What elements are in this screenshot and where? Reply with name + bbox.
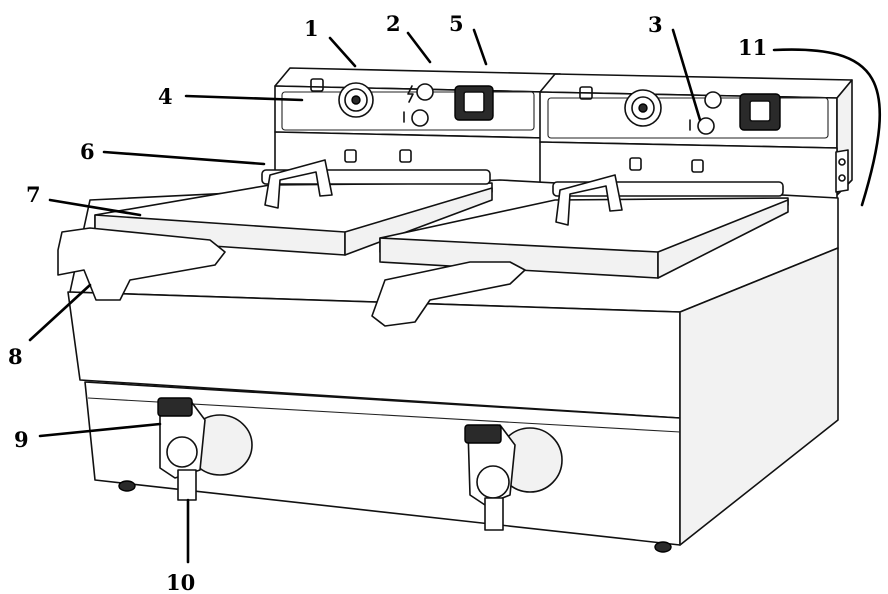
label-3: 3: [648, 12, 663, 37]
heater-posts: [344, 149, 704, 173]
leader-line-5: [472, 28, 488, 66]
drain-tap-left: [157, 397, 253, 501]
leader-lines: [28, 28, 882, 564]
leader-line-9: [38, 422, 162, 438]
panel-controls-right: [579, 86, 781, 135]
leader-line-7: [48, 198, 142, 217]
basket-handle-right: [371, 261, 526, 327]
leader-line-8: [28, 283, 92, 342]
label-1: 1: [304, 16, 319, 41]
leader-line-2: [406, 31, 432, 64]
control-panel-right: [539, 73, 853, 201]
leader-line-1: [328, 36, 357, 68]
side-connector: [835, 149, 849, 193]
lid-handle-right: [555, 174, 623, 226]
leader-line-11: [772, 48, 882, 207]
label-5: 5: [449, 11, 464, 36]
panel-controls-left: [310, 78, 494, 127]
leader-line-4: [184, 94, 304, 102]
label-11: 11: [738, 35, 767, 60]
leader-line-3: [671, 28, 702, 122]
label-10: 10: [166, 570, 195, 594]
leader-line-6: [102, 150, 266, 166]
label-2: 2: [386, 11, 401, 36]
lid-handle-left: [264, 159, 333, 209]
label-6: 6: [80, 139, 95, 164]
lid-right: [379, 181, 789, 279]
label-8: 8: [8, 344, 23, 369]
basket-handle-left: [57, 227, 226, 301]
drain-tap-right: [464, 424, 563, 531]
label-9: 9: [14, 427, 29, 452]
label-4: 4: [158, 84, 173, 109]
label-7: 7: [26, 182, 41, 207]
